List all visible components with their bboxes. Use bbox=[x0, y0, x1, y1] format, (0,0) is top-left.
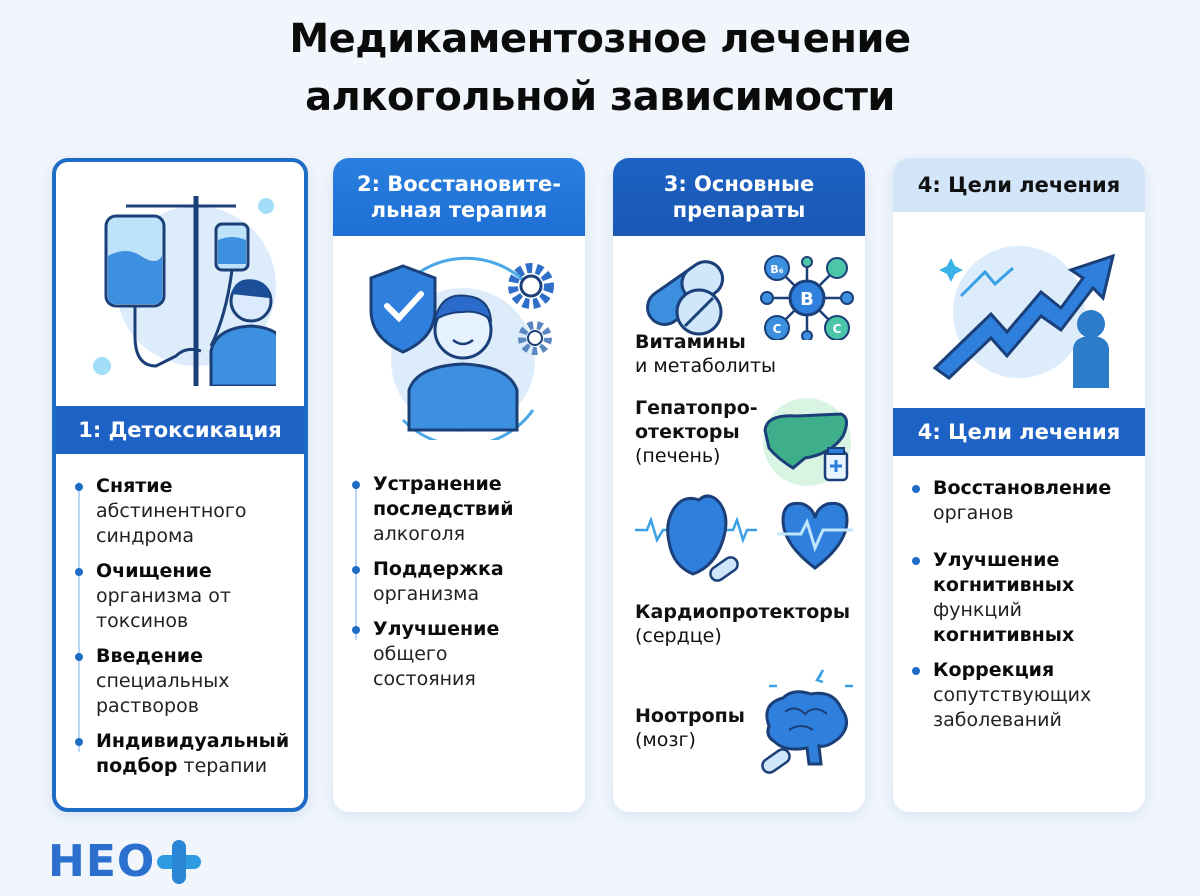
card-goals: 4: Цели лечения 4: Цели лечения Восстано… bbox=[893, 158, 1145, 812]
item-bold: Индивидуальный подбор bbox=[96, 730, 290, 777]
list-item: Снятие абстинентного синдрома bbox=[75, 474, 296, 549]
timeline-line bbox=[355, 480, 357, 640]
drug-name-line-2: отекторы bbox=[635, 421, 740, 443]
drug-nootropics: Ноотропы (мозг) bbox=[635, 704, 745, 752]
drug-name: Витамины bbox=[635, 331, 746, 353]
item-bold: Восстановление bbox=[933, 477, 1112, 499]
list-item: Очищение организма от токсинов bbox=[75, 559, 296, 634]
item-text: общего состояния bbox=[373, 643, 476, 690]
drug-vitamins: Витамины и метаболиты bbox=[635, 330, 776, 378]
growth-arrow-person-icon bbox=[933, 246, 1116, 388]
list-item: Коррекция сопутствующих заболеваний bbox=[912, 658, 1137, 733]
brain-icon bbox=[761, 669, 853, 774]
drug-note: и метаболиты bbox=[635, 355, 777, 377]
iv-drip-patient-icon bbox=[93, 196, 276, 386]
item-text: алкоголя bbox=[373, 523, 466, 545]
item-bold: Поддержка bbox=[373, 558, 504, 580]
drug-note: (мозг) bbox=[635, 729, 696, 751]
item-text: органов bbox=[933, 502, 1014, 524]
title-line-2: алкогольной зависимости bbox=[305, 74, 895, 120]
item-text: терапии bbox=[183, 755, 268, 777]
item-text: абстинентного синдрома bbox=[96, 500, 247, 547]
liver-icon bbox=[763, 398, 851, 486]
page-title: Медикаментозное лечение алкогольной зави… bbox=[0, 10, 1200, 126]
card-sub-header: 4: Цели лечения bbox=[893, 408, 1145, 456]
pills-vitamins-icon: B B₆ C C bbox=[646, 255, 854, 340]
bullet-dot-icon bbox=[75, 653, 83, 661]
card-header: 1: Детоксикация bbox=[56, 406, 304, 454]
recovery-person-shield-gears-icon bbox=[369, 256, 554, 440]
bullet-dot-icon bbox=[75, 738, 83, 746]
bullet-dot-icon bbox=[352, 481, 360, 489]
detox-list: Снятие абстинентного синдрома Очищение орг… bbox=[75, 474, 296, 789]
bullet-dot-icon bbox=[912, 485, 920, 493]
bullet-dot-icon bbox=[352, 626, 360, 634]
heart-icon bbox=[635, 494, 853, 582]
drug-cardioprotectors: Кардиопротекторы (сердце) bbox=[635, 600, 850, 648]
goals-list: Восстановление органов Улучшение когнитив… bbox=[912, 476, 1137, 743]
plus-icon bbox=[157, 839, 202, 884]
drug-name: Кардиопротекторы bbox=[635, 601, 851, 623]
header-line-1: 2: Восстанови­те- bbox=[356, 172, 562, 196]
item-text: специальных растворов bbox=[96, 670, 230, 717]
bullet-dot-icon bbox=[352, 566, 360, 574]
item-bold: Коррекция bbox=[933, 659, 1055, 681]
vitamin-c-label: C bbox=[833, 322, 842, 336]
item-text: функций bbox=[933, 599, 1023, 621]
drug-note: (сердце) bbox=[635, 625, 722, 647]
list-item: Восстановление органов bbox=[912, 476, 1137, 526]
card-recovery: 2: Восстанови­те-льная терапия Устранени… bbox=[333, 158, 585, 812]
item-text: сопутствующих заболеваний bbox=[933, 684, 1092, 731]
item-text: организма от токсинов bbox=[96, 585, 231, 632]
title-line-1: Медикаментозное лечение bbox=[289, 16, 911, 62]
item-text: организма bbox=[373, 583, 480, 605]
vitamin-c-label: C bbox=[773, 322, 782, 336]
header-line-1: 3: Основные bbox=[663, 172, 815, 196]
drug-hepatoprotectors: Гепатопро- отекторы (печень) bbox=[635, 396, 758, 468]
bullet-dot-icon bbox=[912, 557, 920, 565]
list-item: Поддержка организма bbox=[352, 557, 577, 607]
item-bold: Очищение bbox=[96, 560, 212, 582]
brand-logo: НЕО bbox=[48, 836, 202, 887]
item-bold: Введение bbox=[96, 645, 203, 667]
item-bold: Улучшение когнитивных bbox=[933, 549, 1075, 596]
bullet-dot-icon bbox=[75, 568, 83, 576]
list-item: Улучшение когнитивных функций когнитивных bbox=[912, 548, 1137, 648]
item-bold: Улучшение bbox=[373, 618, 500, 640]
bullet-dot-icon bbox=[75, 483, 83, 491]
list-item: Улучшение общего состояния bbox=[352, 617, 577, 692]
drug-note: (печень) bbox=[635, 445, 721, 467]
recovery-list: Устранение последствий алкоголя Поддержка… bbox=[352, 472, 577, 702]
list-item: Введение специальных растворов bbox=[75, 644, 296, 719]
card-header: 2: Восстанови­те-льная терапия bbox=[333, 158, 585, 236]
card-detox: 1: Детоксикация Снятие абстинентного синд… bbox=[52, 158, 308, 812]
item-bold: Снятие bbox=[96, 475, 173, 497]
list-item: Устранение последствий алкоголя bbox=[352, 472, 577, 547]
header-line-2: препараты bbox=[672, 198, 806, 222]
logo-text: НЕО bbox=[48, 836, 156, 887]
bullet-dot-icon bbox=[912, 667, 920, 675]
drug-name-line-1: Гепатопро- bbox=[635, 397, 758, 419]
header-line-2: льная терапия bbox=[370, 198, 548, 222]
item-bold-after: когнитивных bbox=[933, 624, 1075, 646]
card-header: 4: Цели лечения bbox=[893, 158, 1145, 212]
vitamin-b-label: B bbox=[800, 289, 814, 310]
item-bold: Устранение последствий bbox=[373, 473, 514, 520]
vitamin-b6-label: B₆ bbox=[770, 263, 783, 276]
timeline-line bbox=[78, 482, 80, 752]
drug-name: Ноотропы bbox=[635, 705, 745, 727]
list-item: Индивидуальный подбор терапии bbox=[75, 729, 296, 779]
